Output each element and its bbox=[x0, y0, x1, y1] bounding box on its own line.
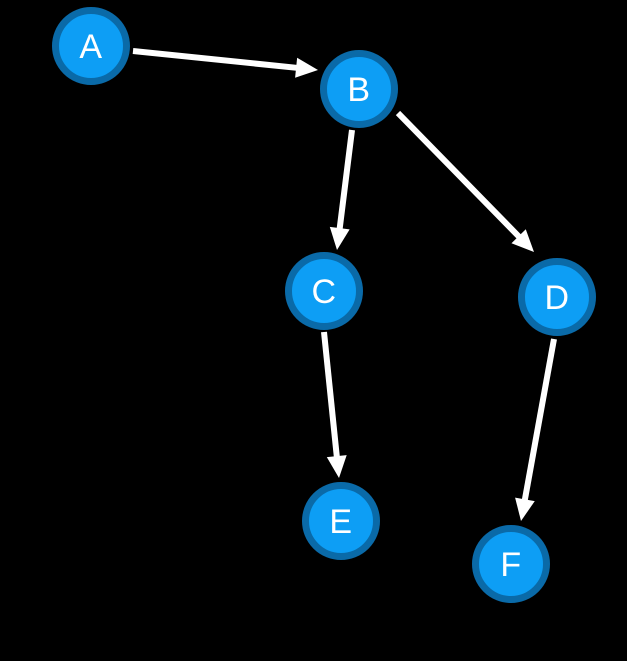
node-circle[interactable] bbox=[285, 252, 363, 330]
arrowhead-icon bbox=[295, 57, 318, 78]
node-circle[interactable] bbox=[320, 50, 398, 128]
edge-line bbox=[395, 110, 523, 241]
node-circle[interactable] bbox=[302, 482, 380, 560]
nodes-layer: A B C D E F bbox=[52, 7, 596, 603]
node-a[interactable]: A bbox=[52, 7, 130, 85]
edge-line bbox=[321, 331, 341, 460]
arrowhead-icon bbox=[326, 455, 347, 478]
node-b[interactable]: B bbox=[320, 50, 398, 128]
edge-b-to-c bbox=[329, 129, 355, 250]
arrowhead-icon bbox=[511, 229, 534, 252]
edge-a-to-b bbox=[132, 48, 318, 78]
node-c[interactable]: C bbox=[285, 252, 363, 330]
edges-layer bbox=[132, 48, 557, 521]
edge-b-to-d bbox=[395, 110, 534, 252]
node-circle[interactable] bbox=[518, 258, 596, 336]
node-label: D bbox=[544, 279, 569, 317]
edge-line bbox=[336, 129, 355, 232]
arrowhead-icon bbox=[329, 226, 350, 250]
node-f[interactable]: F bbox=[472, 525, 550, 603]
edge-line bbox=[521, 338, 557, 503]
node-label: A bbox=[79, 28, 102, 66]
node-circle[interactable] bbox=[52, 7, 130, 85]
node-circle[interactable] bbox=[472, 525, 550, 603]
node-label: C bbox=[311, 273, 336, 311]
node-e[interactable]: E bbox=[302, 482, 380, 560]
edge-c-to-e bbox=[321, 331, 347, 478]
edge-d-to-f bbox=[515, 338, 557, 521]
arrowhead-icon bbox=[515, 497, 535, 521]
node-label: B bbox=[347, 71, 370, 109]
node-d[interactable]: D bbox=[518, 258, 596, 336]
node-label: F bbox=[500, 546, 521, 584]
node-label: E bbox=[329, 503, 352, 541]
edge-line bbox=[132, 48, 300, 72]
